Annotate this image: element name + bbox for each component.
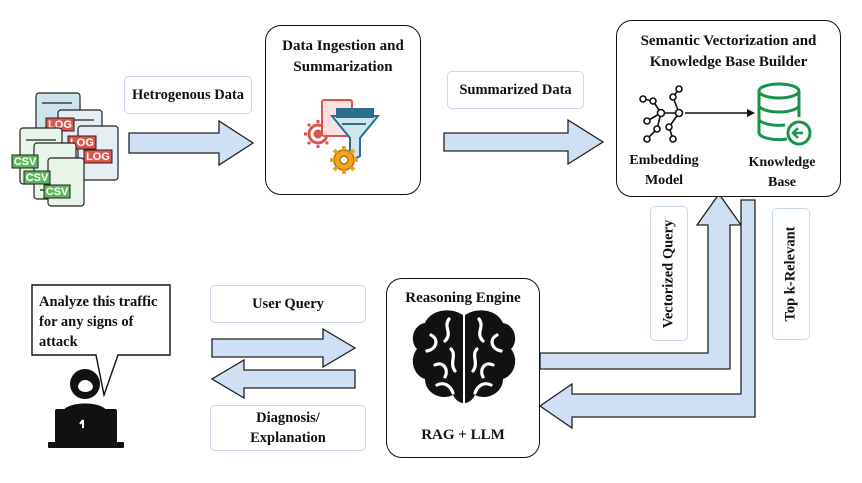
label-vectorized-query: Vectorized Query xyxy=(650,206,688,341)
rag-llm-label: RAG + LLM xyxy=(421,427,505,443)
data-ingestion-box: Data Ingestion and Summarization xyxy=(265,25,421,195)
arrow-diagnosis xyxy=(210,358,356,400)
semantic-title: Semantic Vectorization and Knowledge Bas… xyxy=(640,33,817,70)
label-diagnosis: Diagnosis/ Explanation xyxy=(210,405,366,451)
arrow-top-k xyxy=(538,199,756,430)
svg-text:CSV: CSV xyxy=(26,172,49,184)
arrow-user-query xyxy=(211,327,357,369)
log-label-3: LOG xyxy=(86,151,110,163)
data-ingestion-title: Data Ingestion and Summarization xyxy=(282,38,404,75)
neural-network-icon xyxy=(639,85,684,143)
reasoning-title: Reasoning Engine xyxy=(405,290,521,306)
diagnosis-text: Diagnosis/ Explanation xyxy=(250,410,326,446)
label-user-query: User Query xyxy=(210,285,366,323)
gear-funnel-icon xyxy=(304,99,381,174)
brain-icon xyxy=(412,310,516,403)
svg-text:CSV: CSV xyxy=(14,156,37,168)
database-icon xyxy=(757,82,812,146)
semantic-icons xyxy=(639,82,812,146)
svg-text:CSV: CSV xyxy=(46,186,69,198)
user-speech-text: Analyze this traffic for any signs of at… xyxy=(39,294,158,350)
label-top-k-relevant: Top k-Relevant xyxy=(772,208,810,340)
arrow-summarized xyxy=(443,118,605,166)
embedding-model-label: Embedding Model xyxy=(629,153,699,188)
label-heterogenous-data: Hetrogenous Data xyxy=(124,76,252,114)
user-query-text: User Query xyxy=(252,295,324,312)
summarized-text: Summarized Data xyxy=(459,81,572,98)
arrow-heterogenous xyxy=(128,119,255,167)
heterogenous-text: Hetrogenous Data xyxy=(131,86,245,103)
arrow-vectorized-query xyxy=(539,192,743,370)
semantic-vectorization-box: Semantic Vectorization and Knowledge Bas… xyxy=(616,20,841,197)
reasoning-engine-box: Reasoning Engine RAG + LLM xyxy=(386,278,540,458)
label-summarized-data: Summarized Data xyxy=(447,71,584,109)
knowledge-base-label: Knowledge Base xyxy=(748,155,816,190)
